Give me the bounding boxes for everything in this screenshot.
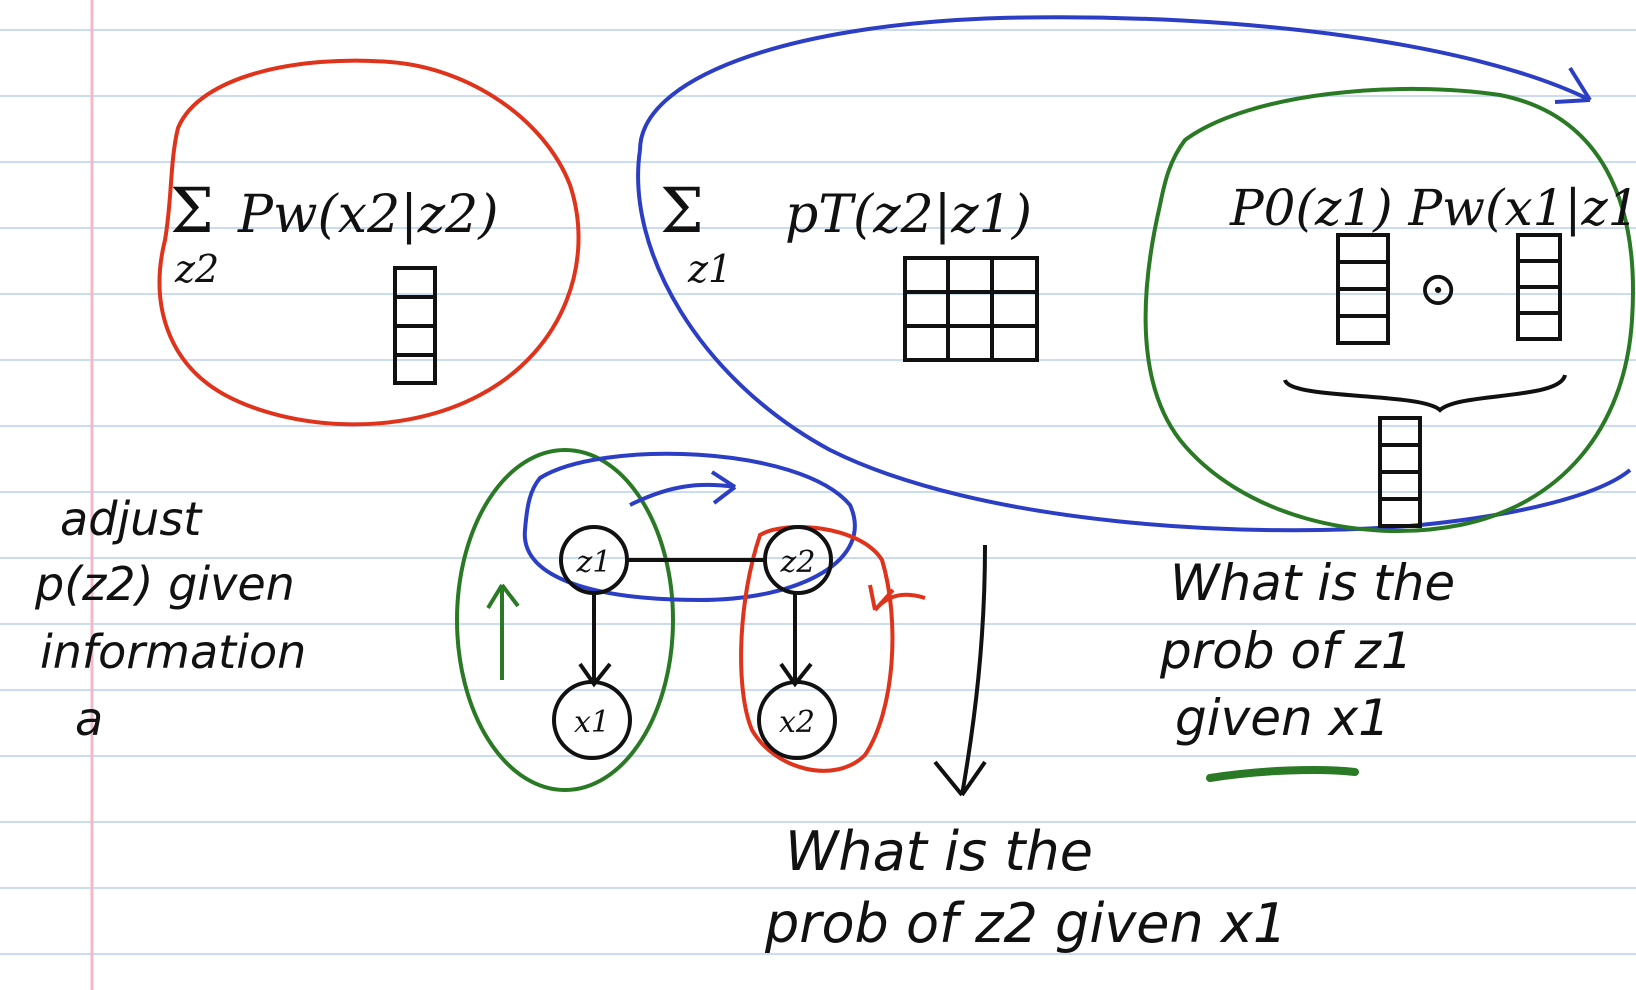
left-note-line-2: p(z2) given	[34, 557, 295, 611]
underbrace	[1283, 374, 1567, 413]
red-circle	[157, 58, 581, 427]
node-x2	[757, 680, 837, 760]
bottom-question-line-1: What is the	[785, 820, 1093, 883]
blue-right-arrow	[629, 470, 737, 507]
blue-loop	[636, 15, 1632, 533]
bottom-question: What is the prob of z2 given x1	[764, 820, 1287, 955]
hadamard-symbol: ⊙	[1418, 261, 1458, 317]
right-question-line-3: given x1	[1175, 689, 1390, 747]
green-circle	[1143, 86, 1635, 533]
node-z2	[763, 525, 833, 595]
sum-symbol-z1: Σ	[660, 174, 704, 247]
matrix-drawing	[903, 256, 1039, 362]
green-loop-x1	[455, 448, 675, 792]
sum-index-z2: z2	[174, 247, 219, 291]
green-up-arrow	[486, 583, 520, 680]
green-underline	[1206, 766, 1359, 782]
node-z1	[559, 525, 629, 595]
left-note-line-1: adjust	[60, 492, 203, 546]
node-x2-label: x2	[779, 705, 815, 740]
vector-drawing-2	[1336, 233, 1390, 345]
vector-drawing-1	[393, 266, 437, 385]
right-question-line-2: prob of z1	[1159, 622, 1413, 680]
ruled-lines	[0, 29, 1636, 955]
product-expression: P0(z1) Pw(x1|z1)	[1229, 179, 1636, 237]
bottom-question-line-2: prob of z2 given x1	[764, 892, 1287, 955]
sum-index-z1: z1	[687, 247, 732, 291]
transition-expression: pT(z2|z1)	[785, 185, 1032, 245]
down-arrow	[933, 544, 987, 797]
sum-symbol-z2: Σ	[170, 174, 214, 247]
node-z2-label: z2	[780, 545, 816, 580]
left-note: adjust p(z2) given information a	[34, 492, 306, 746]
red-arrow	[868, 584, 926, 612]
node-z1-label: z1	[576, 545, 612, 580]
blue-loop-small	[522, 451, 857, 603]
vector-drawing-4	[1378, 416, 1422, 528]
right-question-line-1: What is the	[1170, 554, 1455, 612]
red-loop-x2	[739, 525, 895, 773]
right-question: What is the prob of z1 given x1	[1159, 554, 1455, 782]
product-group: P0(z1) Pw(x1|z1) ⊙	[1143, 86, 1636, 533]
left-note-line-4: a	[75, 692, 103, 746]
graphical-model: z1 z2 x1 x2	[455, 448, 926, 792]
left-note-line-3: information	[40, 625, 306, 679]
vector-drawing-3	[1516, 233, 1562, 341]
sum-z2-group: Σ z2 Pw(x2|z2)	[157, 58, 581, 427]
node-x1-label: x1	[574, 705, 610, 740]
sum-z1-group: Σ z1 pT(z2|z1)	[636, 15, 1632, 533]
node-x1	[552, 680, 632, 760]
emission-expression-z2: Pw(x2|z2)	[237, 185, 498, 245]
